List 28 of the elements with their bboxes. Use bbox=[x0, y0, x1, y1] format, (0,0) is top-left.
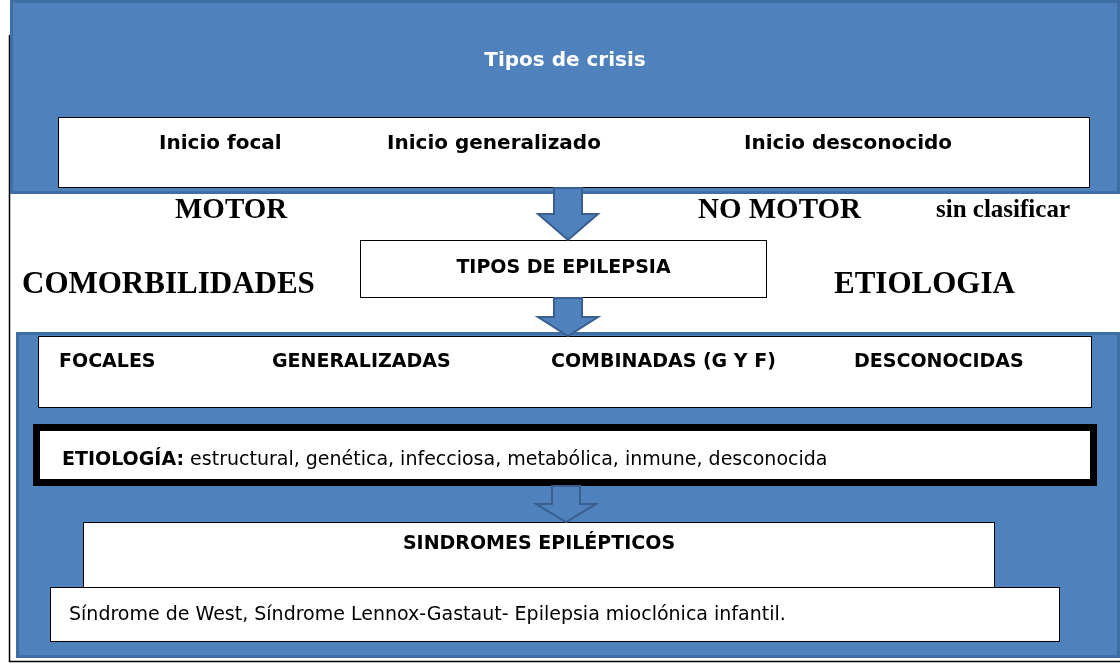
etiology-text: ETIOLOGÍA: estructural, genética, infecciosa, metabólica, inmune, desconocida bbox=[62, 447, 828, 469]
category-label: DESCONOCIDAS bbox=[854, 349, 1024, 371]
annotation-label: COMORBILIDADES bbox=[22, 265, 315, 301]
onset-label: Inicio desconocido bbox=[744, 130, 953, 154]
onset-label: Inicio focal bbox=[159, 130, 282, 154]
block-arrow bbox=[534, 297, 602, 338]
box-title: SINDROMES EPILÉPTICOS bbox=[401, 531, 677, 553]
example-text: Síndrome de West, Síndrome Lennox-Gastaut- Epilepsia mioclónica infantil. bbox=[69, 602, 786, 624]
header-band bbox=[10, 0, 1120, 194]
annotation-label: MOTOR bbox=[175, 192, 288, 225]
block-arrow bbox=[532, 485, 600, 524]
annotation-label: sin clasificar bbox=[936, 195, 1070, 223]
annotation-label: ETIOLOGIA bbox=[834, 265, 1015, 301]
category-box bbox=[38, 336, 1092, 408]
onset-label: Inicio generalizado bbox=[387, 130, 601, 154]
classification-panel bbox=[16, 332, 1120, 658]
box-title: TIPOS DE EPILEPSIA bbox=[455, 255, 672, 277]
process-box bbox=[360, 240, 767, 298]
etiology-box bbox=[33, 424, 1097, 486]
onset-box bbox=[58, 117, 1090, 188]
block-arrow bbox=[535, 187, 601, 242]
example-box bbox=[50, 587, 1060, 642]
category-label: FOCALES bbox=[59, 349, 156, 371]
category-label: COMBINADAS (G Y F) bbox=[551, 349, 776, 371]
syndrome-box bbox=[83, 522, 995, 590]
category-label: GENERALIZADAS bbox=[272, 349, 451, 371]
annotation-label: NO MOTOR bbox=[698, 192, 861, 225]
band-title: Tipos de crisis bbox=[483, 47, 647, 71]
